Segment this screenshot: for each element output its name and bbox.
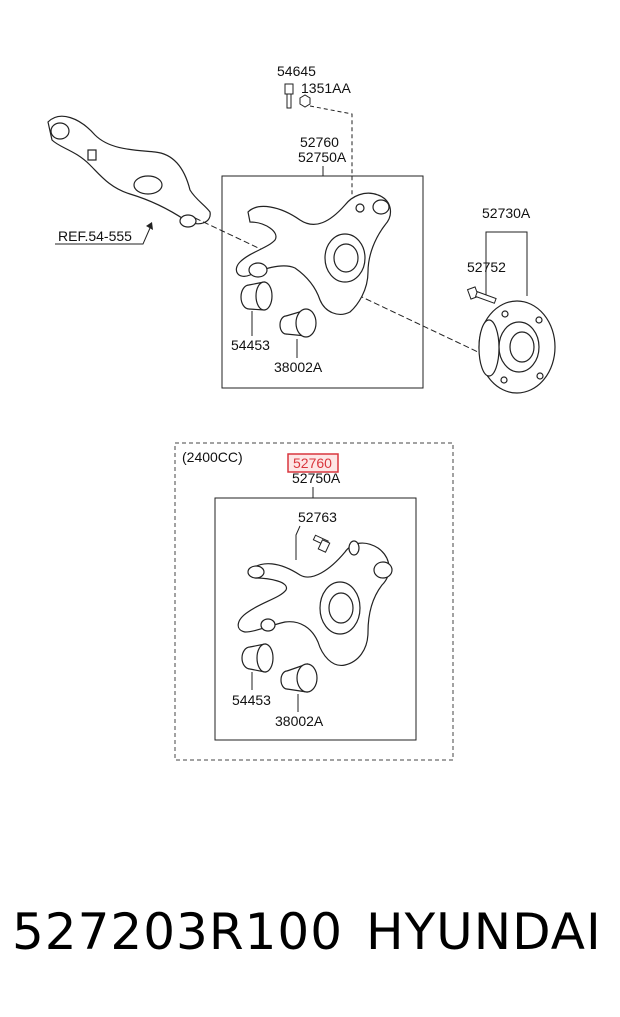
ref-label: REF.54-555 (58, 228, 132, 244)
knuckle-frame-bottom (214, 497, 417, 741)
ref-arrow (146, 222, 153, 230)
nut-leader (309, 105, 353, 196)
hub-bracket (485, 231, 528, 296)
bushing-54453-top-icon (240, 281, 273, 311)
highlight-box (287, 453, 339, 473)
bushing-54453-top-label: 54453 (231, 337, 270, 353)
footer: 527203R100 HYUNDAI (0, 895, 620, 985)
bushing-38002a-bottom-icon (280, 663, 318, 693)
bushing-38002a-top-icon (279, 308, 317, 338)
bolt-52763-label: 52763 (298, 509, 337, 525)
bolt-52763-leader (295, 525, 301, 560)
part-number: 527203R100 (12, 903, 344, 961)
bushing-54453-bottom-icon (241, 643, 274, 673)
hub-bolt-icon (466, 286, 497, 304)
nut-1351aa-label: 1351AA (301, 80, 351, 96)
bolt-54645-label: 54645 (277, 63, 316, 79)
hub-bolt-label: 52752 (467, 259, 506, 275)
highlight-label: 52760 (293, 455, 332, 471)
bushing-54453-bottom-label: 54453 (232, 692, 271, 708)
wheel-hub-icon (478, 300, 556, 394)
ref-underline (55, 227, 151, 245)
lower-arm-icon (47, 115, 211, 228)
bolt-54645-icon (284, 83, 294, 109)
bushing-38002a-bottom-label: 38002A (275, 713, 324, 729)
nut-1351aa-icon (299, 94, 311, 108)
brand-name: HYUNDAI (366, 903, 602, 961)
hub-label: 52730A (482, 205, 531, 221)
bolt-52763-icon (312, 534, 331, 553)
knuckle-bottom-label: 52750A (292, 470, 341, 486)
knuckle-top-icon (235, 192, 392, 315)
variant-label: (2400CC) (182, 449, 243, 465)
parts-diagram: 54645 1351AA 52760 52750A REF.54-555 544… (47, 63, 556, 761)
knuckle-label-52750a: 52750A (298, 149, 347, 165)
variant-frame (174, 442, 454, 761)
knuckle-label-52760: 52760 (300, 134, 339, 150)
bushing-38002a-top-label: 38002A (274, 359, 323, 375)
knuckle-bottom-icon (237, 540, 393, 667)
